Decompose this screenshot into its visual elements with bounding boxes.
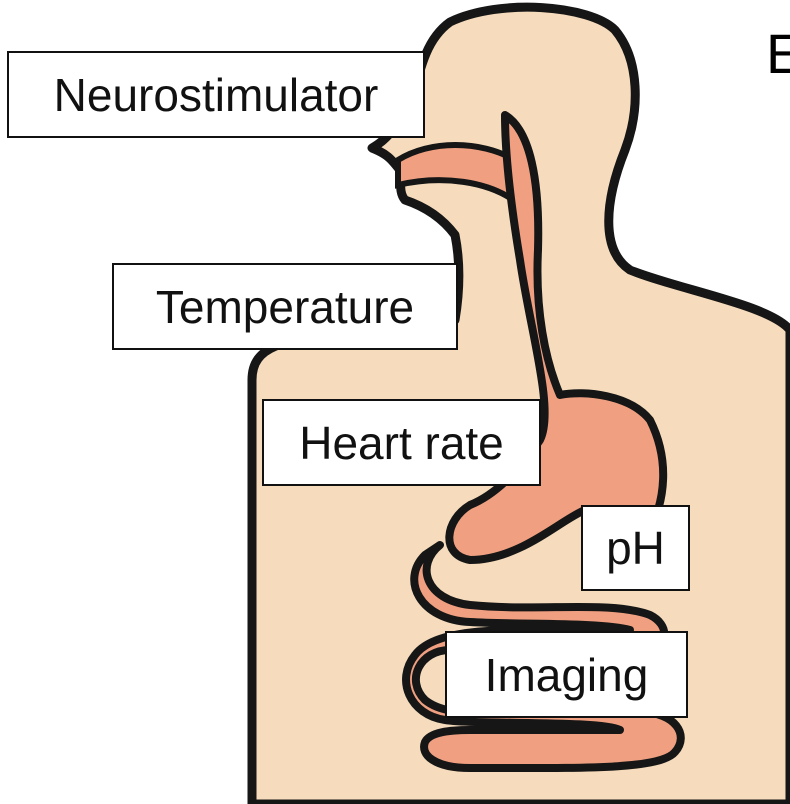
label-ph: pH xyxy=(581,505,690,591)
label-neurostimulator: Neurostimulator xyxy=(7,51,425,138)
corner-letter: E xyxy=(766,26,790,82)
label-temperature: Temperature xyxy=(112,263,458,350)
label-heart-rate: Heart rate xyxy=(262,399,541,486)
label-imaging: Imaging xyxy=(445,631,688,718)
